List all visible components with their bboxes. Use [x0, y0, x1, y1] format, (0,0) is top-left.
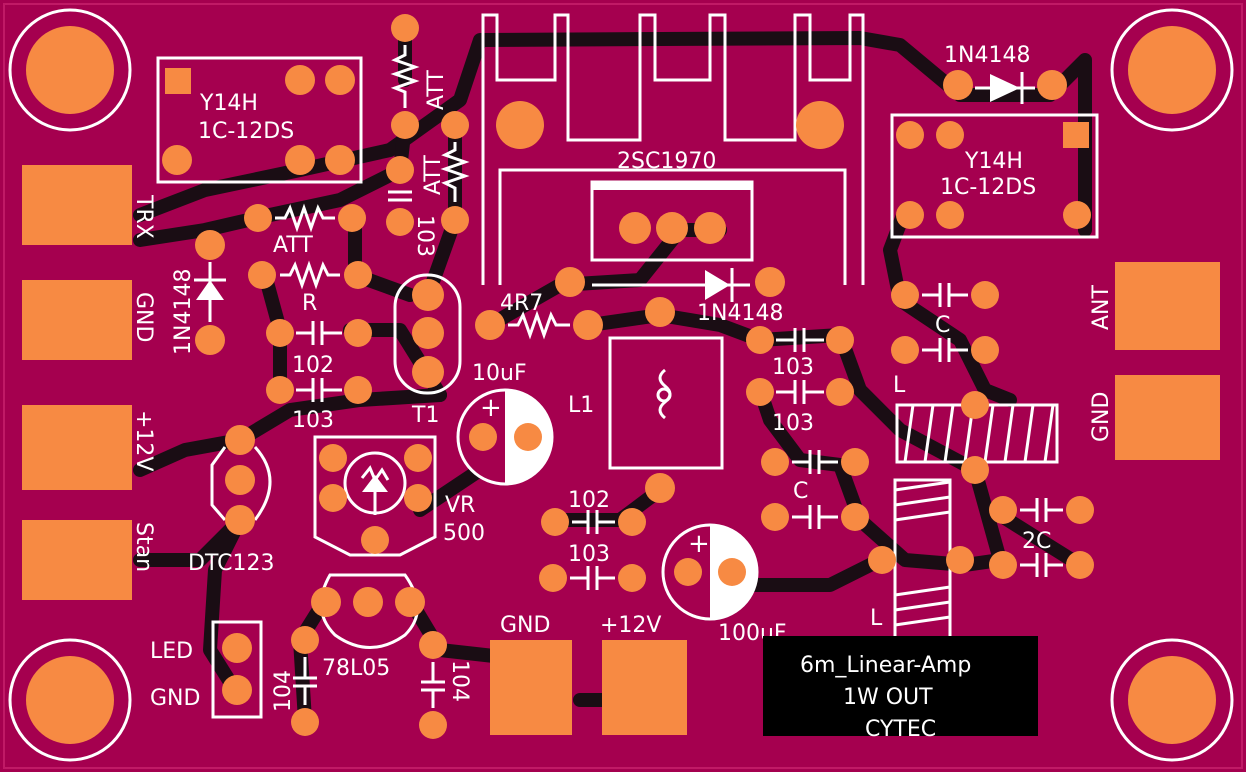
cap-103-b: 103	[746, 378, 854, 436]
connector-trx-pad[interactable]	[22, 165, 132, 245]
connector-gnd-right-label: GND	[1089, 392, 1114, 442]
relay-left-model: Y14H	[199, 91, 258, 116]
transformer-t1: T1	[393, 273, 462, 428]
resistor-att-3: ATT	[244, 203, 366, 258]
cap-102-mid-label: 102	[568, 488, 610, 513]
title-line-3: CYTEC	[865, 717, 936, 742]
connector-gnd-bottom-pad[interactable]	[490, 640, 572, 735]
cap-100uf: + 100uF	[661, 523, 787, 646]
cap-10uf: + 10uF	[456, 361, 554, 486]
connector-stan-label: Stan	[131, 522, 156, 572]
cap-103-vertical-label: 103	[412, 215, 437, 257]
diode-left: 1N4148	[171, 230, 226, 355]
diode-mid-label: 1N4148	[697, 301, 783, 326]
cap-103-a: 103	[746, 326, 854, 380]
relay-left: Y14H 1C-12DS	[156, 56, 363, 184]
connector-12v-left-label: +12V	[131, 410, 156, 471]
att-2-label: ATT	[421, 155, 446, 195]
l-lower-label: L	[870, 606, 883, 631]
cap-103-mid-label: 103	[568, 542, 610, 567]
cap-2c: 2C	[989, 496, 1094, 579]
cap-104-left-label: 104	[271, 670, 296, 712]
variable-resistor-vr: VR 500	[313, 435, 485, 557]
led-header: LED GND	[150, 620, 263, 719]
connector-12v-bottom-pad[interactable]	[602, 640, 687, 735]
cap-103-a-label: 103	[772, 355, 814, 380]
transistor-label: 2SC1970	[617, 149, 716, 174]
relay-left-type: 1C-12DS	[198, 119, 294, 144]
diode-left-label: 1N4148	[171, 269, 196, 355]
connector-gnd-left-label: GND	[131, 292, 156, 342]
title-block: 6m_Linear-Amp 1W OUT CYTEC	[763, 636, 1038, 742]
cap-104-right-label: 104	[447, 660, 472, 702]
l1-label: L1	[568, 393, 594, 418]
vr-value-label: 500	[443, 521, 485, 546]
cap-c-mid-label: C	[793, 479, 808, 504]
l-upper-label: L	[893, 373, 906, 398]
connector-12v-bottom-label: +12V	[600, 613, 661, 638]
cap-103-vertical: 103	[386, 156, 437, 257]
gnd-small-label: GND	[150, 686, 200, 711]
cap-103-left-label: 103	[292, 408, 334, 433]
connector-gnd-left-pad[interactable]	[22, 280, 132, 360]
transistor-2sc1970: 2SC1970	[590, 149, 754, 262]
cap-104-left: 104	[271, 626, 319, 736]
vr-label: VR	[445, 493, 475, 518]
transistor-dtc123: DTC123	[188, 425, 274, 576]
mounting-hole-bottom-right	[1110, 638, 1234, 762]
t1-label: T1	[411, 403, 439, 428]
cap-100uf-plus: +	[688, 529, 710, 559]
cap-103-left: 103	[266, 376, 372, 433]
cap-c-upper-label: C	[935, 313, 950, 338]
connector-ant-pad[interactable]	[1115, 262, 1220, 350]
led-label: LED	[150, 639, 193, 664]
att-1-label: ATT	[424, 70, 449, 110]
mounting-hole-bottom-left	[8, 638, 132, 762]
cap-2c-label: 2C	[1022, 529, 1051, 554]
resistor-r: R	[248, 260, 372, 316]
cap-102-left-label: 102	[292, 353, 334, 378]
relay-right: Y14H 1C-12DS	[890, 113, 1099, 239]
cap-103-mid: 103	[539, 542, 646, 592]
connector-gnd-right-pad[interactable]	[1115, 375, 1220, 460]
cap-c-mid: C	[761, 448, 869, 531]
cap-102-left: 102	[266, 319, 372, 378]
connector-gnd-bottom-label: GND	[500, 613, 550, 638]
connector-ant-label: ANT	[1089, 284, 1114, 330]
cap-104-right: 104	[419, 631, 472, 739]
relay-right-model: Y14H	[964, 149, 1023, 174]
title-line-1: 6m_Linear-Amp	[800, 653, 971, 678]
dtc123-label: DTC123	[188, 551, 274, 576]
diode-top-right-label: 1N4148	[944, 43, 1030, 68]
inductor-l-upper: L	[893, 373, 1059, 484]
board-outline	[3, 3, 1243, 769]
inductor-l1: L1	[568, 297, 724, 503]
cap-10uf-plus: +	[480, 393, 502, 423]
mounting-hole-top-left	[8, 8, 132, 132]
cap-103-b-label: 103	[772, 411, 814, 436]
diode-top-right: 1N4148	[943, 43, 1067, 104]
mounting-hole-top-right	[1110, 8, 1234, 132]
resistor-att-1: ATT	[390, 14, 449, 139]
cap-102-mid: 102	[541, 488, 646, 536]
att-3-label: ATT	[273, 233, 313, 258]
resistor-att-2: ATT	[421, 111, 470, 234]
resistor-r-label: R	[302, 291, 317, 316]
cap-10uf-label: 10uF	[472, 361, 527, 386]
regulator-label: 78L05	[322, 656, 390, 681]
regulator-78l05: 78L05	[311, 573, 425, 681]
resistor-4r7: 4R7	[475, 291, 603, 340]
connector-12v-left-pad[interactable]	[22, 405, 132, 490]
heatsink-outline	[481, 13, 865, 285]
title-line-2: 1W OUT	[843, 685, 933, 710]
connector-stan-pad[interactable]	[22, 520, 132, 600]
cap-c-upper: C	[891, 281, 999, 364]
diode-mid: 1N4148	[555, 267, 785, 326]
resistor-4r7-label: 4R7	[500, 291, 543, 316]
relay-right-type: 1C-12DS	[940, 175, 1036, 200]
connector-trx-label: TRX	[131, 194, 156, 239]
